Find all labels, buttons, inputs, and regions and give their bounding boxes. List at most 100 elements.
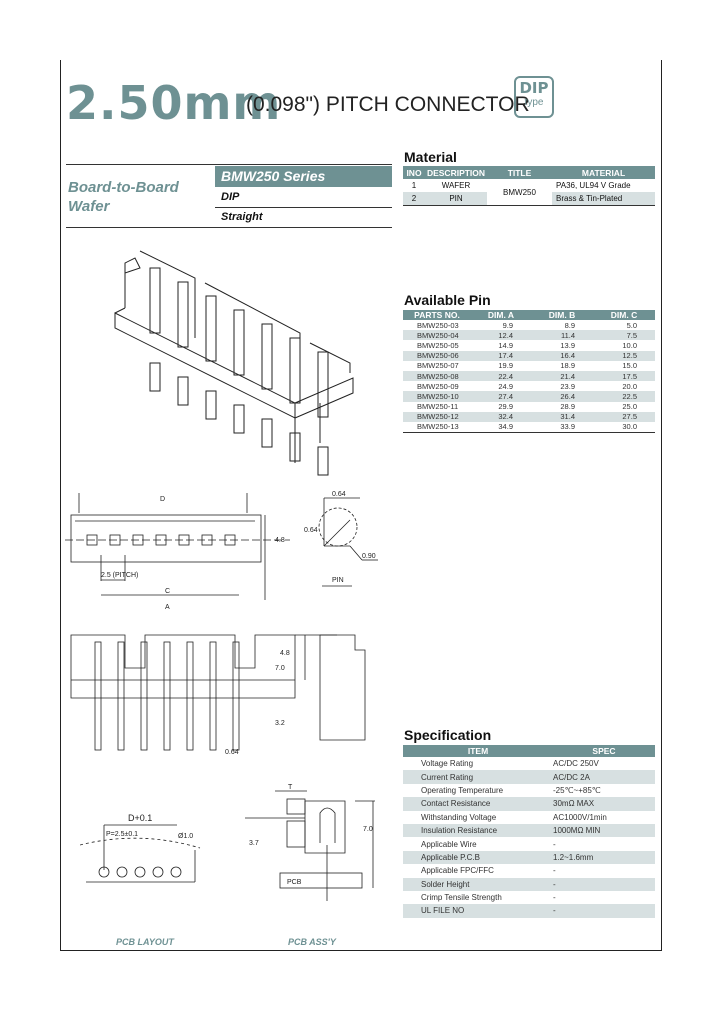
cell: 5.0 <box>626 320 637 330</box>
page-subtitle: (0.098") PITCH CONNECTOR <box>246 93 530 116</box>
cell: 8.9 <box>564 320 575 330</box>
pin-label: PIN <box>332 577 344 584</box>
pcb-layout-caption: PCB LAYOUT <box>116 937 174 947</box>
col-header: SPEC <box>553 745 655 757</box>
pcb-hole <box>152 866 164 878</box>
dim-c: C <box>165 588 170 595</box>
cell: 27.5 <box>593 411 655 422</box>
dip-type-logo: DIP type <box>514 76 554 118</box>
cell: 1 <box>411 181 417 190</box>
pcb-hole <box>170 866 182 878</box>
pin-section-drawing: 0.64 0.64 0.90 PIN <box>304 491 378 587</box>
cell: BMW250-05 <box>417 340 459 350</box>
pin-shape <box>205 295 217 362</box>
cell: 14.9 <box>498 340 513 350</box>
pin-shape <box>94 641 102 751</box>
pin-shape <box>232 641 240 751</box>
pin-tail-shape <box>317 446 329 476</box>
pin-square <box>224 534 236 546</box>
cell: PA36, UL94 V Grade <box>556 181 631 190</box>
table-row: 1 WAFER BMW250 PA36, UL94 V Grade <box>403 179 655 197</box>
cell: 17.4 <box>471 350 531 361</box>
pcb-hole: Ø1.0 <box>178 833 193 840</box>
cell: - <box>553 893 556 903</box>
cell: BMW250-07 <box>417 361 459 371</box>
pin-shape <box>289 337 301 404</box>
col-header: INO <box>403 166 425 179</box>
divider <box>66 164 392 165</box>
category-label: Board-to-Board Wafer <box>68 178 179 216</box>
pin-tail-shape <box>149 362 161 392</box>
table-row: Crimp Tensile Strength- <box>403 891 655 904</box>
pcb-layout-drawing: D+0.1 P=2.5±0.1 Ø1.0 <box>80 813 201 883</box>
cell: UL FILE NO <box>403 904 553 918</box>
pin-shape <box>117 641 125 751</box>
dim-h: 4.8 <box>275 537 285 544</box>
pin-shape <box>177 281 189 348</box>
cell: - <box>553 904 655 918</box>
cell: 23.9 <box>560 381 575 391</box>
pin-square <box>201 534 213 546</box>
cell: BMW250-08 <box>403 370 471 382</box>
cell: 16.4 <box>531 350 593 361</box>
cell: 30.0 <box>622 422 637 432</box>
pin-square <box>132 534 144 546</box>
cell: 24.9 <box>498 381 513 391</box>
cell: 11.4 <box>531 330 593 341</box>
table-row: 2 PIN Brass & Tin-Plated <box>403 192 655 206</box>
cell: Applicable FPC/FFC <box>421 866 494 876</box>
pin-shape <box>209 641 217 751</box>
cell: BMW250-03 <box>417 320 459 330</box>
dim-a: A <box>165 604 170 611</box>
series-orientation: Straight <box>221 211 263 223</box>
cell: AC/DC 2A <box>553 770 655 784</box>
pin-shape <box>163 641 171 751</box>
available-pin-table: PARTS NO. DIM. A DIM. B DIM. C BMW250-03… <box>403 310 655 434</box>
pin-square <box>155 534 167 546</box>
cell: 1000MΩ MIN <box>553 823 655 838</box>
assy-pcb: PCB <box>287 879 302 886</box>
cell: Applicable Wire <box>421 839 477 849</box>
table-row: UL FILE NO- <box>403 904 655 918</box>
cell: Current Rating <box>403 770 553 784</box>
pcb-assy-drawing: T 7.0 3.7 PCB <box>245 784 375 901</box>
col-header: ITEM <box>403 745 553 757</box>
cell: 20.0 <box>622 381 637 391</box>
front-pin-width: 0.64 <box>225 749 239 756</box>
cell: BMW250-04 <box>403 330 471 341</box>
cell: BMW250-06 <box>403 350 471 361</box>
col-header: PARTS NO. <box>403 310 471 320</box>
cell: 21.4 <box>531 370 593 382</box>
front-h1: 4.8 <box>280 650 290 657</box>
pin-shape <box>140 641 148 751</box>
cell: 28.9 <box>560 402 575 412</box>
col-header: TITLE <box>487 166 552 179</box>
cell: 22.4 <box>471 370 531 382</box>
cell: 29.9 <box>498 402 513 412</box>
cell: BMW250-12 <box>403 411 471 422</box>
cell: Brass & Tin-Plated <box>552 192 655 206</box>
pin-shape <box>186 641 194 751</box>
pin-shape <box>149 267 161 334</box>
table-row: Operating Temperature-25℃~+85℃ <box>403 784 655 797</box>
table-row: Solder Height- <box>403 877 655 891</box>
pitch-title: 2.50mm <box>66 76 282 130</box>
cell: BMW250-09 <box>417 381 459 391</box>
cell: 13.9 <box>560 340 575 350</box>
cell: BMW250 <box>503 187 536 197</box>
badge-bottom: type <box>524 97 544 108</box>
series-type: DIP <box>221 191 240 203</box>
cell: Withstanding Voltage <box>421 812 497 822</box>
cell: 19.9 <box>498 361 513 371</box>
pin-diagonal: 0.90 <box>362 553 376 560</box>
category-line1: Board-to-Board <box>68 179 179 196</box>
pin-square <box>109 534 121 546</box>
